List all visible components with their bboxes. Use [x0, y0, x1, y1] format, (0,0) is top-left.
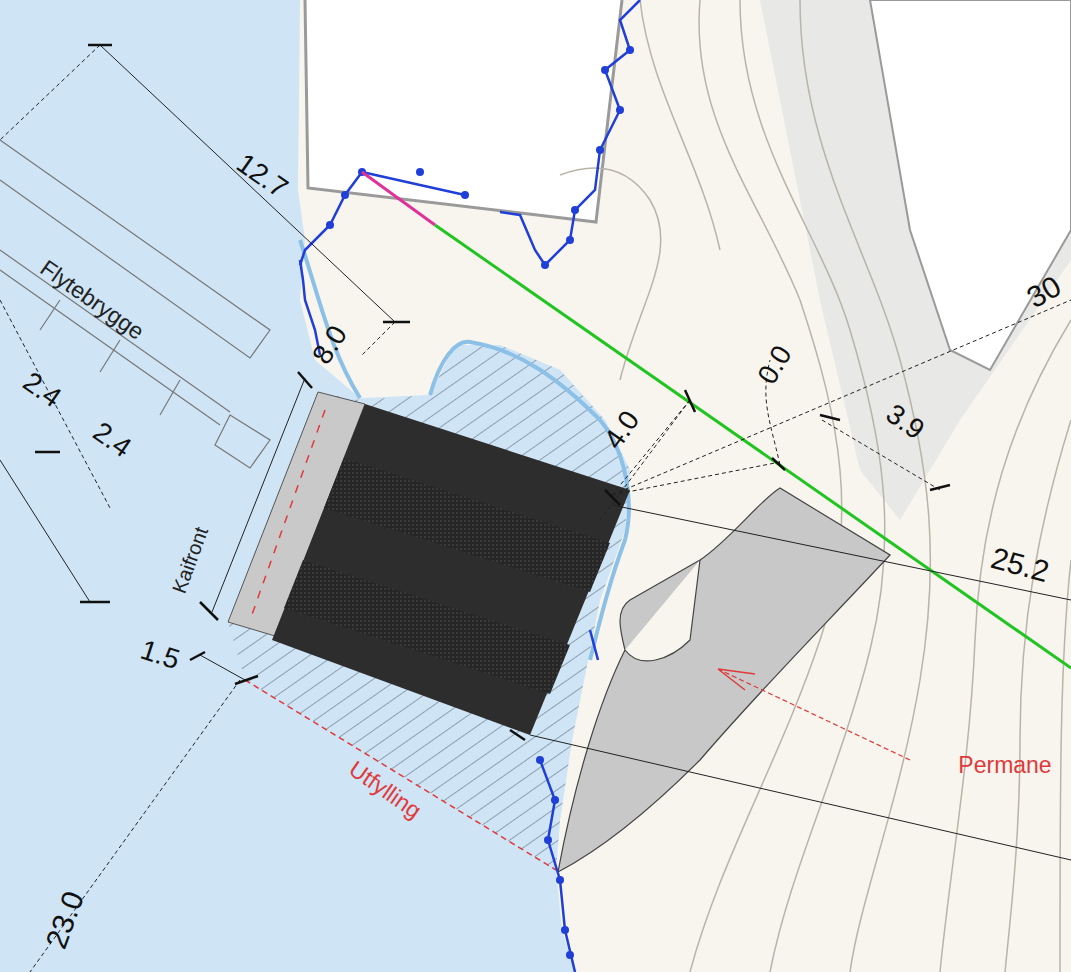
- building-outline: [305, 0, 622, 222]
- ramp-notch: [625, 560, 700, 661]
- ramp: [558, 488, 890, 872]
- land: [298, 0, 1071, 972]
- direction-arrow: [718, 669, 910, 760]
- note-label: Permane: [958, 754, 1051, 777]
- survey-lines: [300, 0, 640, 972]
- floating-dock: [0, 140, 270, 468]
- survey-points: [326, 46, 634, 959]
- fill-hatching: [228, 345, 630, 870]
- boundary-line: [435, 225, 1071, 668]
- boundary-segment: [362, 172, 435, 225]
- quay-block: [272, 404, 630, 735]
- dimension-lines: [0, 45, 1071, 972]
- contour-lines: [560, 0, 1071, 972]
- fill-area: [228, 345, 630, 870]
- white-area: [870, 0, 1071, 370]
- dimension-ticks: [35, 45, 950, 740]
